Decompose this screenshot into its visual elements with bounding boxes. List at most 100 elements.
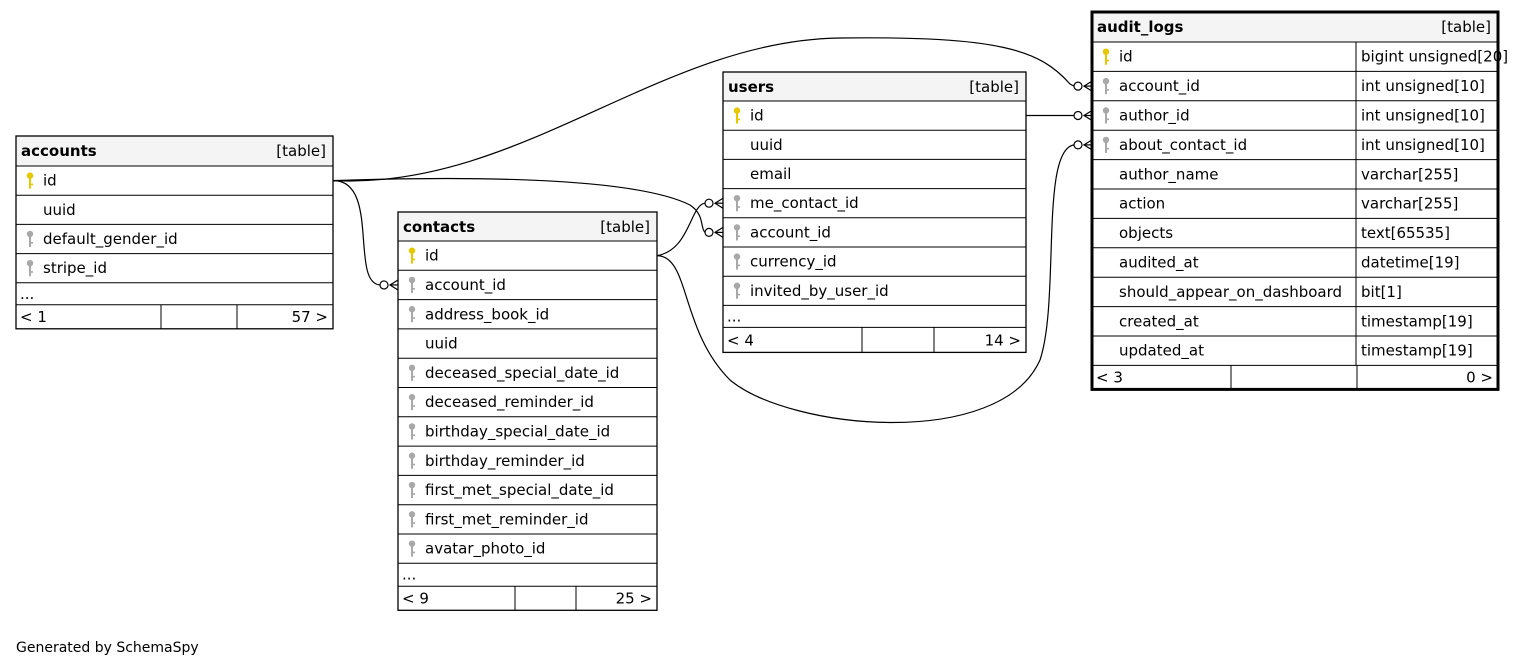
column-name: updated_at <box>1119 342 1204 361</box>
column-type: varchar[255] <box>1361 195 1458 213</box>
column-row[interactable]: address_book_id <box>408 305 549 324</box>
column-name: uuid <box>43 201 76 219</box>
column-name: id <box>43 172 57 190</box>
column-name: author_name <box>1119 165 1218 184</box>
table-type-label: [table] <box>1441 18 1491 36</box>
primary-key-icon <box>408 247 416 264</box>
foreign-key-icon <box>408 276 416 293</box>
column-row[interactable]: currency_id <box>733 253 837 272</box>
relationship-line <box>332 37 1093 182</box>
relationship-lines <box>332 37 1093 424</box>
primary-key-icon <box>26 172 34 189</box>
column-type: int unsigned[10] <box>1361 77 1485 95</box>
column-row[interactable]: account_id <box>733 223 831 242</box>
table-name: users <box>728 78 774 96</box>
primary-key-icon <box>733 107 741 124</box>
foreign-key-icon <box>26 230 34 247</box>
column-row[interactable]: first_met_special_date_id <box>408 481 614 500</box>
relationship-line <box>1026 109 1093 122</box>
column-row[interactable]: uuid <box>425 335 458 353</box>
column-row[interactable]: uuid <box>750 136 783 154</box>
table-name: audit_logs <box>1097 18 1184 36</box>
relationship-line <box>332 179 399 291</box>
column-row[interactable]: objects text[65535] <box>1119 224 1450 242</box>
column-row[interactable]: id <box>408 247 439 265</box>
column-row[interactable]: author_name varchar[255] <box>1119 165 1458 184</box>
column-name: deceased_reminder_id <box>425 393 594 412</box>
relationship-line <box>332 177 724 238</box>
more-columns-ellipsis: ... <box>20 285 34 303</box>
column-row[interactable]: account_id <box>408 276 506 295</box>
column-row[interactable]: first_met_reminder_id <box>408 510 589 529</box>
column-type: timestamp[19] <box>1361 312 1473 330</box>
foreign-key-icon <box>733 282 741 299</box>
more-columns-ellipsis: ... <box>402 565 416 583</box>
children-count: 0 > <box>1466 368 1493 386</box>
column-type: varchar[255] <box>1361 165 1458 183</box>
column-name: email <box>750 165 791 183</box>
table-type-label: [table] <box>969 78 1019 96</box>
column-name: id <box>425 247 439 265</box>
column-row[interactable]: birthday_reminder_id <box>408 452 585 471</box>
column-row[interactable]: me_contact_id <box>733 194 859 213</box>
foreign-key-icon <box>408 481 416 499</box>
column-type: int unsigned[10] <box>1361 107 1485 125</box>
column-row[interactable]: deceased_reminder_id <box>408 393 594 412</box>
foreign-key-icon <box>408 511 416 528</box>
table-accounts[interactable]: accounts[table]iduuiddefault_gender_idst… <box>15 135 334 330</box>
foreign-key-icon <box>1102 136 1110 153</box>
column-row[interactable]: deceased_special_date_id <box>408 364 620 383</box>
column-row[interactable]: invited_by_user_id <box>733 282 889 301</box>
foreign-key-icon <box>733 224 741 241</box>
column-name: first_met_reminder_id <box>425 510 589 529</box>
foreign-key-icon <box>408 423 416 440</box>
column-name: deceased_special_date_id <box>425 364 619 383</box>
parents-count: < 1 <box>20 308 47 326</box>
column-row[interactable]: id <box>26 172 57 190</box>
column-name: default_gender_id <box>43 230 178 249</box>
column-type: bigint unsigned[20] <box>1361 48 1508 66</box>
column-type: datetime[19] <box>1361 254 1460 272</box>
column-name: stripe_id <box>43 259 107 278</box>
children-count: 57 > <box>292 308 328 326</box>
foreign-key-icon <box>733 195 741 212</box>
relationship-line <box>656 139 1093 424</box>
column-row[interactable]: default_gender_id <box>26 230 178 249</box>
column-name: first_met_special_date_id <box>425 481 614 500</box>
column-row[interactable]: birthday_special_date_id <box>408 422 610 441</box>
table-users[interactable]: users [table] id uuid email me_contact_idacco… <box>722 71 1027 354</box>
column-row[interactable]: id <box>733 107 764 125</box>
column-name: account_id <box>425 276 506 295</box>
column-name: birthday_reminder_id <box>425 452 585 471</box>
column-row[interactable]: email <box>750 165 791 183</box>
table-name: accounts <box>21 142 97 160</box>
foreign-key-icon <box>408 364 416 381</box>
more-columns-ellipsis: ... <box>727 307 741 325</box>
column-type: text[65535] <box>1361 224 1450 242</box>
column-row[interactable]: avatar_photo_id <box>408 540 546 559</box>
table-contacts[interactable]: contacts [table] id account_id address_book_… <box>397 211 658 611</box>
foreign-key-icon <box>408 540 416 557</box>
column-name: objects <box>1119 224 1173 242</box>
foreign-key-icon <box>408 393 416 411</box>
column-row[interactable]: stripe_id <box>26 259 107 278</box>
column-row[interactable]: uuid <box>43 201 76 219</box>
children-count: 14 > <box>985 331 1021 349</box>
column-name: address_book_id <box>425 305 549 324</box>
parents-count: < 9 <box>402 589 429 607</box>
column-name: about_contact_id <box>1119 136 1247 155</box>
table-name: contacts <box>403 218 475 236</box>
column-name: invited_by_user_id <box>750 282 889 301</box>
table-type-label: [table] <box>600 218 650 236</box>
